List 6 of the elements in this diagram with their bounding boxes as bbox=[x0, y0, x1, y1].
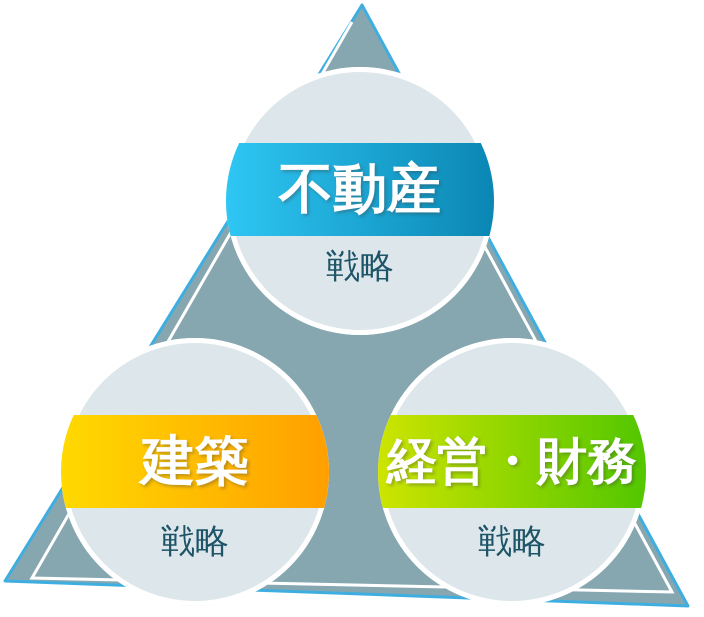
body-text: 戦略 bbox=[161, 523, 229, 561]
body-text: 戦略 bbox=[326, 248, 394, 286]
body-text: 戦略 bbox=[478, 523, 546, 561]
title-band: 建築 bbox=[61, 415, 329, 508]
title-band: 経営・財務 bbox=[378, 415, 646, 508]
title-band: 不動産 bbox=[226, 143, 494, 236]
